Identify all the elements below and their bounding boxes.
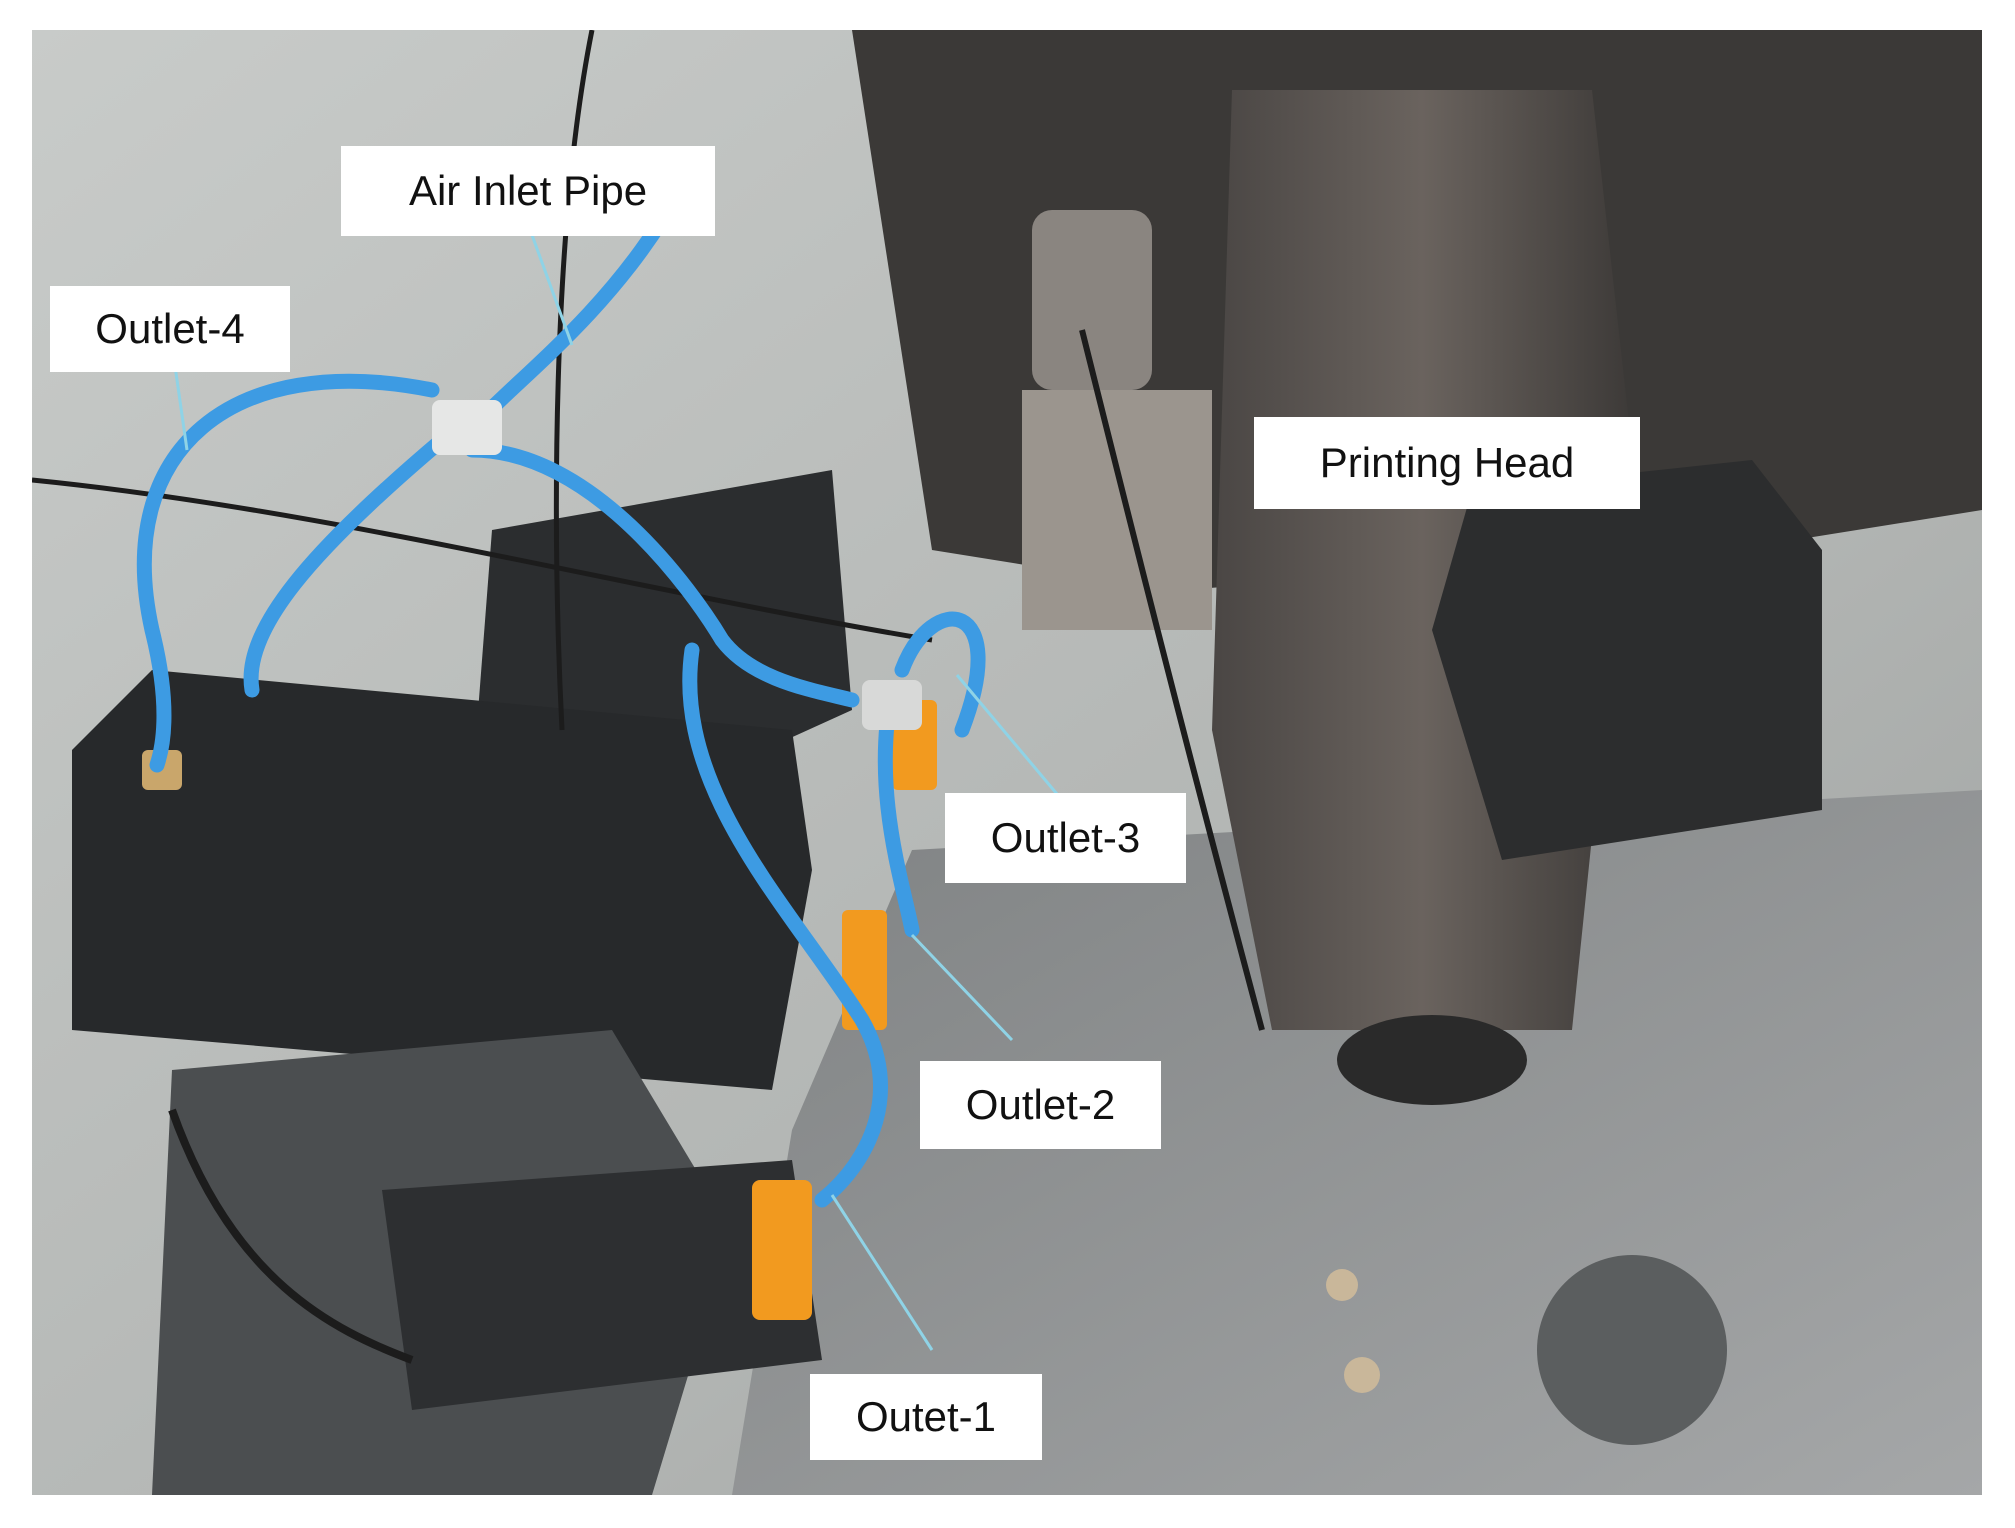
cable [1079,329,1265,1031]
label-outlet-3: Outlet-3 [945,793,1186,883]
cable [168,1108,414,1364]
printing-head-box [1432,460,1822,860]
control-box-small [382,1160,822,1410]
tee-connector [432,400,502,455]
photo-illustration [32,30,1982,1495]
plate-hole [1537,1255,1727,1445]
label-air-inlet-pipe: Air Inlet Pipe [341,146,715,236]
cable [553,30,595,731]
tee-connector [862,680,922,730]
plate-bolt [1344,1357,1380,1393]
leader-air-inlet [530,234,574,346]
plate-bolt [1326,1269,1358,1301]
fitting-outlet-1 [752,1180,812,1320]
photo [32,30,1982,1495]
leader-outlet-1 [830,1194,934,1351]
label-outlet-4: Outlet-4 [50,286,290,372]
label-outlet-2: Outlet-2 [920,1061,1161,1149]
label-printing-head: Printing Head [1254,417,1640,509]
leader-outlet-3 [955,674,1064,801]
nozzle-fitting [1032,210,1152,390]
leader-outlet-2 [910,933,1014,1042]
nozzle-bracket [1022,390,1212,630]
nozzle-tip [1337,1015,1527,1105]
control-box-large [72,670,812,1090]
label-outlet-1: Outet-1 [810,1374,1042,1460]
